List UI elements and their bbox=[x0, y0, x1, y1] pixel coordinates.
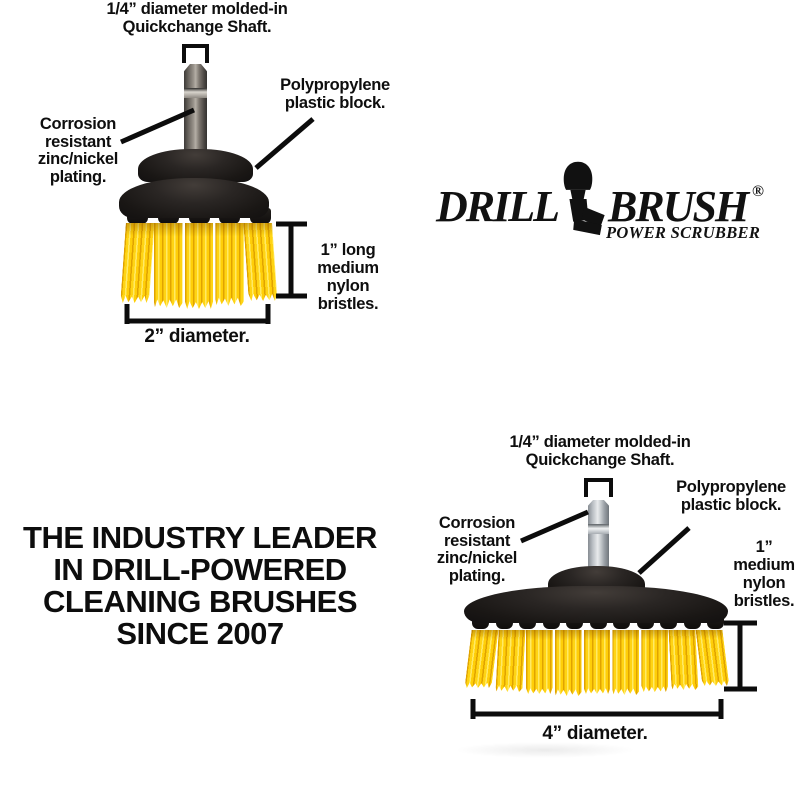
bristle-tuft bbox=[215, 223, 245, 306]
bristle-tuft bbox=[495, 630, 525, 692]
shaft-width-bracket-2in bbox=[182, 44, 209, 63]
headline: THE INDUSTRY LEADER IN DRILL-POWERED CLE… bbox=[18, 522, 382, 650]
headline-line4: SINCE 2007 bbox=[116, 616, 284, 651]
leader-block-4in bbox=[637, 526, 691, 575]
bristle-tuft bbox=[243, 223, 277, 301]
bristles-4in bbox=[468, 630, 726, 696]
headline-line2: IN DRILL-POWERED bbox=[53, 552, 347, 587]
bristle-tuft bbox=[464, 630, 498, 688]
brush-shadow bbox=[455, 742, 635, 758]
callout-shaft-4in: 1/4” diameter molded-in Quickchange Shaf… bbox=[509, 433, 691, 469]
callout-block-4in: Polypropylene plastic block. bbox=[676, 478, 786, 514]
drill-icon bbox=[563, 161, 605, 236]
callout-block-2in: Polypropylene plastic block. bbox=[280, 76, 390, 112]
shaft-width-bracket-4in bbox=[584, 478, 613, 497]
bristle-tuft bbox=[612, 630, 640, 695]
headline-line3: CLEANING BRUSHES bbox=[42, 584, 358, 619]
callout-diameter-4in: 4” diameter. bbox=[542, 723, 648, 744]
logo-word-drill: DRILL bbox=[436, 182, 560, 231]
bristle-tuft bbox=[184, 223, 214, 309]
registered-trademark-symbol: ® bbox=[752, 183, 764, 200]
bristle-tuft bbox=[554, 630, 582, 696]
bristle-tuft bbox=[641, 630, 669, 692]
callout-bristles-2in: 1” long medium nylon bristles. bbox=[317, 241, 379, 313]
bristle-tuft bbox=[153, 223, 183, 308]
callout-plating-4in: Corrosion resistant zinc/nickel plating. bbox=[436, 514, 518, 585]
leader-block-2in bbox=[254, 117, 315, 170]
hex-shaft-2in bbox=[184, 64, 207, 154]
bristles-2in bbox=[123, 223, 275, 309]
callout-plating-2in: Corrosion resistant zinc/nickel plating. bbox=[37, 115, 119, 186]
drillbrush-logo: DRILL BRUSH ® POWER SCRUBBER bbox=[430, 155, 780, 245]
block-base-4in bbox=[464, 586, 728, 623]
hex-shaft-4in bbox=[588, 500, 609, 570]
bristle-tuft bbox=[696, 630, 730, 686]
quickchange-groove-2in bbox=[184, 88, 207, 98]
headline-line1: THE INDUSTRY LEADER bbox=[23, 520, 377, 555]
logo-word-brush: BRUSH bbox=[608, 182, 749, 231]
quickchange-groove-4in bbox=[588, 524, 609, 534]
callout-shaft-2in: 1/4” diameter molded-in Quickchange Shaf… bbox=[106, 0, 288, 36]
logo-tagline: POWER SCRUBBER bbox=[606, 223, 761, 242]
bristle-tuft bbox=[669, 630, 699, 690]
bristle-tuft bbox=[120, 223, 154, 303]
bristle-tuft bbox=[525, 630, 553, 694]
block-lower-tier-2in bbox=[119, 178, 269, 218]
bristle-tuft bbox=[583, 630, 611, 694]
block-upper-tier-2in bbox=[138, 149, 253, 182]
callout-bristles-4in: 1” medium nylon bristles. bbox=[733, 538, 795, 610]
callout-diameter-2in: 2” diameter. bbox=[144, 326, 250, 347]
